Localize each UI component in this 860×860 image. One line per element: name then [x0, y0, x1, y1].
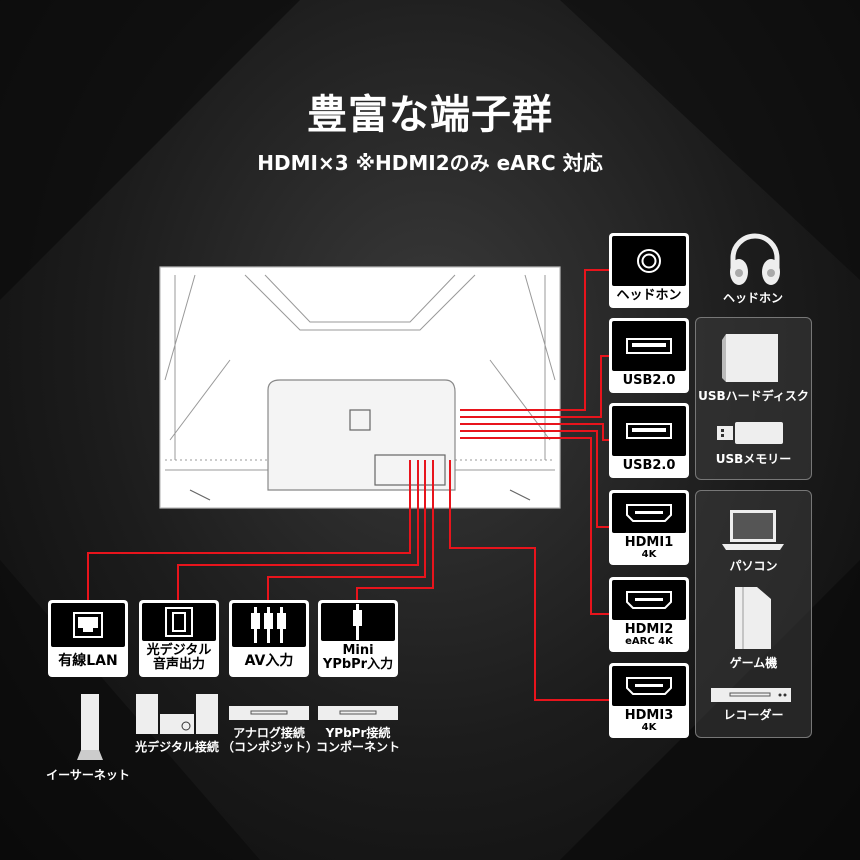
device-label-analog: アナログ接続（コンポジット）	[222, 726, 319, 754]
device-label-game: ゲーム機	[729, 656, 778, 670]
device-label-component: YPbPr接続コンポーネント	[310, 726, 406, 754]
port-optical: 光デジタル音声出力	[139, 600, 219, 677]
port-lan: 有線LAN	[48, 600, 128, 677]
device-label-optical: 光デジタル接続	[135, 740, 219, 754]
port-label: Mini	[342, 643, 374, 658]
port-sublabel: eARC 4K	[625, 636, 673, 647]
page-title: 豊富な端子群	[307, 92, 553, 138]
port-sublabel: 4K	[641, 549, 657, 560]
port-av: AV入力	[229, 600, 309, 677]
ethernet-port-icon	[73, 612, 103, 638]
mini-plug-icon	[353, 604, 362, 640]
port-label: HDMI3	[624, 708, 674, 723]
recorder-icon	[711, 688, 791, 702]
port-label: ヘッドホン	[616, 288, 682, 303]
port-label-2: 音声出力	[152, 657, 205, 672]
hdmi-port-icon	[626, 504, 672, 522]
port-label: USB2.0	[622, 373, 676, 388]
device-label-usb-hdd: USBハードディスク	[698, 389, 809, 403]
router-icon	[77, 694, 103, 760]
label-line-2: （コンポジット）	[222, 740, 319, 754]
port-usb-1: USB2.0	[609, 318, 689, 393]
player-icon	[318, 706, 398, 720]
usb-port-icon	[626, 338, 672, 354]
audio-jack-icon	[637, 249, 661, 273]
player-icon	[229, 706, 309, 720]
port-label: USB2.0	[622, 458, 676, 473]
port-usb-2: USB2.0	[609, 403, 689, 478]
device-label-headphone: ヘッドホン	[722, 291, 783, 305]
label-line-1: YPbPr接続	[325, 726, 391, 740]
rca-plug-icon	[251, 607, 286, 643]
device-label-ethernet: イーサーネット	[46, 768, 130, 782]
page-subtitle: HDMI×3 ※HDMI2のみ eARC 対応	[257, 151, 603, 175]
laptop-icon	[722, 510, 784, 550]
device-label-usb-memory: USBメモリー	[715, 452, 792, 466]
hard-disk-icon	[722, 334, 778, 382]
audio-system-icon	[136, 694, 218, 734]
port-headphone: ヘッドホン	[609, 233, 689, 308]
headphones-icon	[730, 233, 780, 285]
hdmi-port-icon	[626, 677, 672, 695]
usb-memory-icon	[717, 422, 783, 444]
label-line-1: アナログ接続	[233, 726, 305, 740]
optical-port-icon	[165, 607, 193, 637]
hdmi-port-icon	[626, 591, 672, 609]
port-label-2: YPbPr入力	[322, 657, 394, 672]
port-sublabel: 4K	[641, 722, 657, 733]
usb-port-icon	[626, 423, 672, 439]
device-label-recorder: レコーダー	[723, 708, 784, 722]
port-label: HDMI1	[624, 535, 674, 550]
port-label: 有線LAN	[58, 653, 118, 669]
port-label: AV入力	[244, 653, 294, 669]
device-label-pc: パソコン	[729, 559, 778, 573]
port-label: 光デジタル	[146, 643, 212, 658]
port-label: HDMI2	[624, 622, 674, 637]
game-console-icon	[735, 587, 771, 649]
label-line-2: コンポーネント	[315, 740, 400, 754]
